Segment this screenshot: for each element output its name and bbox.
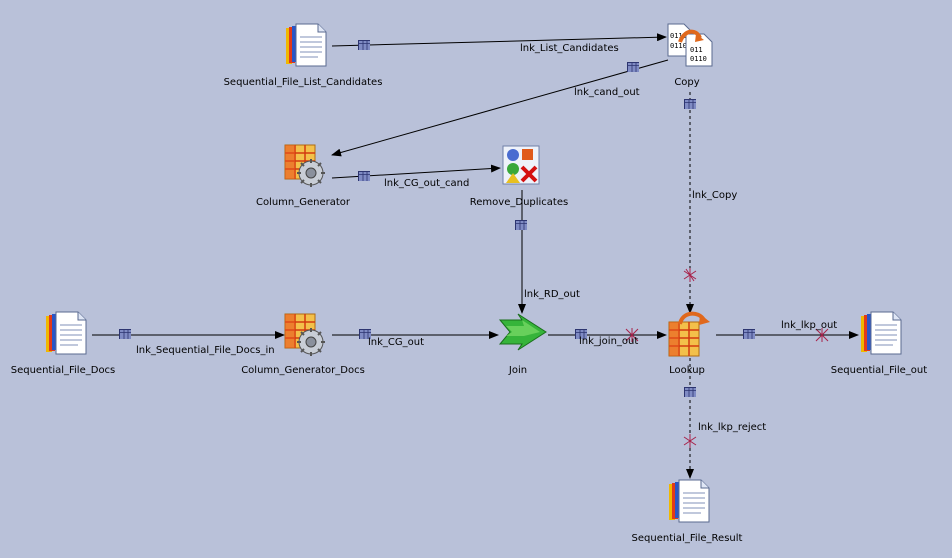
link-box-icon[interactable] (119, 329, 131, 339)
stage-label-join: Join (508, 365, 528, 376)
link-box-icon[interactable] (743, 329, 755, 339)
partition-marker-join-out (625, 328, 639, 342)
link-label-lkp-reject: lnk_lkp_reject (698, 422, 767, 433)
link-label-seq-docs-in: lnk_Sequential_File_Docs_in (136, 345, 275, 356)
lookup-icon (668, 311, 710, 357)
link-box-icon[interactable] (575, 329, 587, 339)
sequential-file-icon (46, 311, 87, 355)
stage-label-column-generator: Column_Generator (255, 197, 351, 208)
stage-copy[interactable]: 0110 0110 011 0110 (666, 22, 714, 68)
link-box-icon[interactable] (358, 40, 370, 50)
link-label-rd-out: lnk_RD_out (524, 289, 580, 300)
link-box-icon[interactable] (627, 62, 639, 72)
link-label-list-candidates: lnk_List_Candidates (520, 43, 619, 54)
link-label-cg-out-cand: lnk_CG_out_cand (384, 178, 470, 189)
stage-label-lookup: Lookup (669, 365, 705, 376)
stage-lookup[interactable] (666, 310, 714, 358)
link-line-cand-out[interactable] (331, 59, 669, 157)
sequential-file-icon (286, 23, 327, 67)
svg-text:0110: 0110 (670, 32, 687, 40)
link-box-icon[interactable] (358, 171, 370, 181)
stage-label-seq-file-docs: Sequential_File_Docs (10, 365, 116, 376)
partition-marker-copy (683, 268, 697, 282)
column-generator-icon (284, 313, 325, 356)
stage-seq-file-docs[interactable] (44, 310, 90, 356)
copy-icon: 0110 0110 011 0110 (667, 23, 713, 67)
stage-label-seq-file-list-candidates: Sequential_File_List_Candidates (223, 77, 383, 88)
stage-label-copy: Copy (674, 77, 700, 88)
partition-marker-lkp-reject (683, 434, 697, 448)
link-label-cand-out: lnk_cand_out (574, 87, 640, 98)
join-arrow-icon (498, 313, 547, 351)
stage-join[interactable] (498, 312, 548, 352)
link-label-cg-out: lnk_CG_out (368, 337, 425, 348)
stage-seq-file-result[interactable] (667, 478, 713, 524)
stage-column-generator-docs[interactable] (283, 312, 329, 358)
link-label-copy: lnk_Copy (692, 190, 738, 201)
stage-seq-file-list-candidates[interactable] (284, 22, 330, 68)
column-generator-icon (284, 144, 325, 187)
stage-label-remove-duplicates: Remove_Duplicates (469, 197, 569, 208)
link-box-icon[interactable] (684, 99, 696, 109)
link-line-list-candidates[interactable] (331, 33, 667, 47)
remove-duplicates-icon (502, 145, 540, 185)
stage-column-generator[interactable] (283, 143, 329, 189)
sequential-file-icon (669, 479, 710, 523)
svg-text:0110: 0110 (690, 55, 707, 63)
svg-text:0110: 0110 (670, 42, 687, 50)
stage-label-seq-file-out: Sequential_File_out (830, 365, 928, 376)
link-box-icon[interactable] (359, 329, 371, 339)
link-box-icon[interactable] (515, 220, 527, 230)
stage-remove-duplicates[interactable] (500, 143, 544, 189)
stage-label-column-generator-docs: Column_Generator_Docs (241, 365, 365, 376)
link-label-lkp-out: lnk_lkp_out (781, 320, 838, 331)
stage-seq-file-out[interactable] (859, 310, 905, 356)
partition-marker-lkp-out (815, 328, 829, 342)
link-box-icon[interactable] (684, 387, 696, 397)
stage-label-seq-file-result: Sequential_File_Result (631, 533, 743, 544)
sequential-file-icon (861, 311, 902, 355)
link-label-join-out: lnk_join_out (579, 336, 639, 347)
svg-text:011: 011 (690, 46, 703, 54)
